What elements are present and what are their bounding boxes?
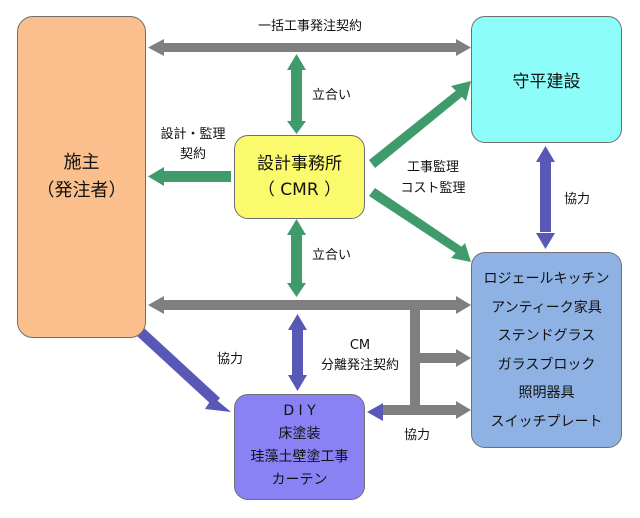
cm-label-1: CM	[349, 338, 371, 353]
lump-sum-contract-label: 一括工事発注契約	[257, 19, 362, 34]
design-contract-label-2: 契約	[179, 147, 206, 162]
diy-item: 床塗装	[278, 426, 321, 442]
cooperation-label-diy-suppliers: 協力	[404, 428, 431, 443]
design-contract-arrow	[148, 167, 231, 186]
cm-arrow-diy	[288, 314, 307, 391]
supervision-label-1: 工事監理	[406, 160, 459, 175]
builder-name: 守平建設	[512, 72, 581, 92]
supplier-item: アンティーク家具	[491, 299, 602, 316]
suppliers-box: ロジェールキッチン アンティーク家具 ステンドグラス ガラスブロック 照明器具 …	[471, 252, 622, 448]
cooperation-arrow-owner-diy	[137, 328, 231, 412]
supplier-item: ステンドグラス	[497, 328, 596, 344]
meeting-label-bottom: 立合い	[312, 248, 352, 263]
cm-label-2: 分離発注契約	[320, 358, 399, 373]
diy-item: カーテン	[271, 472, 328, 488]
diy-item: 珪藻土壁塗工事	[250, 449, 349, 465]
builder-box: 守平建設	[471, 16, 622, 143]
supplier-item: スイッチプレート	[490, 413, 603, 430]
cooperation-arrow-builder	[536, 146, 555, 249]
cmr-box: 設計事務所 （ CMR ）	[234, 135, 365, 219]
meeting-arrow-top	[287, 54, 306, 134]
diy-box: D I Y 床塗装 珪藻土壁塗工事 カーテン	[234, 394, 365, 500]
design-contract-label-1: 設計・監理	[160, 127, 226, 142]
cmr-subtitle: （ CMR ）	[257, 180, 342, 200]
lump-sum-contract-arrow	[148, 39, 471, 56]
supervision-arrow-builder	[369, 81, 471, 168]
cooperation-arrow-diy-suppliers	[367, 403, 383, 421]
diy-supplier-link-arrow	[383, 401, 471, 419]
cmr-title: 設計事務所	[257, 154, 342, 174]
meeting-label-top: 立合い	[312, 88, 352, 103]
cm-contract-arrow	[148, 296, 471, 405]
owner-subtitle: （発注者）	[36, 180, 127, 201]
owner-title: 施主	[63, 152, 100, 173]
supervision-arrow-suppliers	[369, 188, 471, 262]
cooperation-label-builder: 協力	[564, 192, 591, 207]
cooperation-label-owner-diy: 協力	[217, 352, 244, 367]
supplier-item: ガラスブロック	[497, 356, 596, 373]
supervision-label-2: コスト監理	[400, 181, 466, 196]
diy-item: D I Y	[283, 403, 316, 419]
supplier-item: ロジェールキッチン	[483, 271, 610, 287]
meeting-arrow-bottom	[287, 219, 306, 297]
supplier-item: 照明器具	[518, 385, 575, 401]
owner-box: 施主 （発注者）	[17, 16, 146, 338]
